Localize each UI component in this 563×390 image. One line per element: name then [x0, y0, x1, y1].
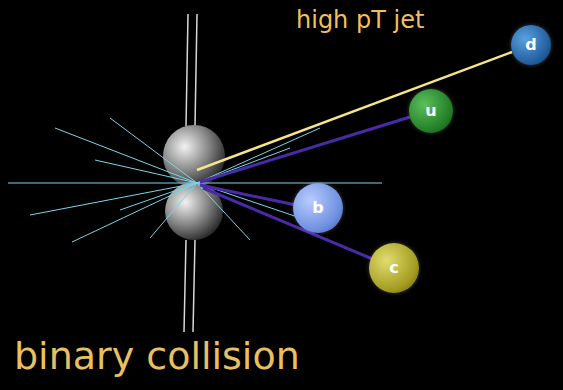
figure-title: binary collision [14, 334, 300, 378]
particle-tracks [8, 118, 382, 242]
quark-label: b [312, 200, 323, 216]
quark-label: u [425, 103, 436, 119]
quark-circle: c [369, 243, 419, 293]
jet-label: high pT jet [296, 6, 424, 34]
quark-label: d [525, 37, 536, 53]
quark-track [200, 117, 410, 260]
quark-circle: b [293, 183, 343, 233]
quark-circle: u [409, 89, 453, 133]
quark-circle: d [511, 25, 551, 65]
jet-track [197, 52, 512, 170]
quark-label: c [389, 260, 398, 276]
